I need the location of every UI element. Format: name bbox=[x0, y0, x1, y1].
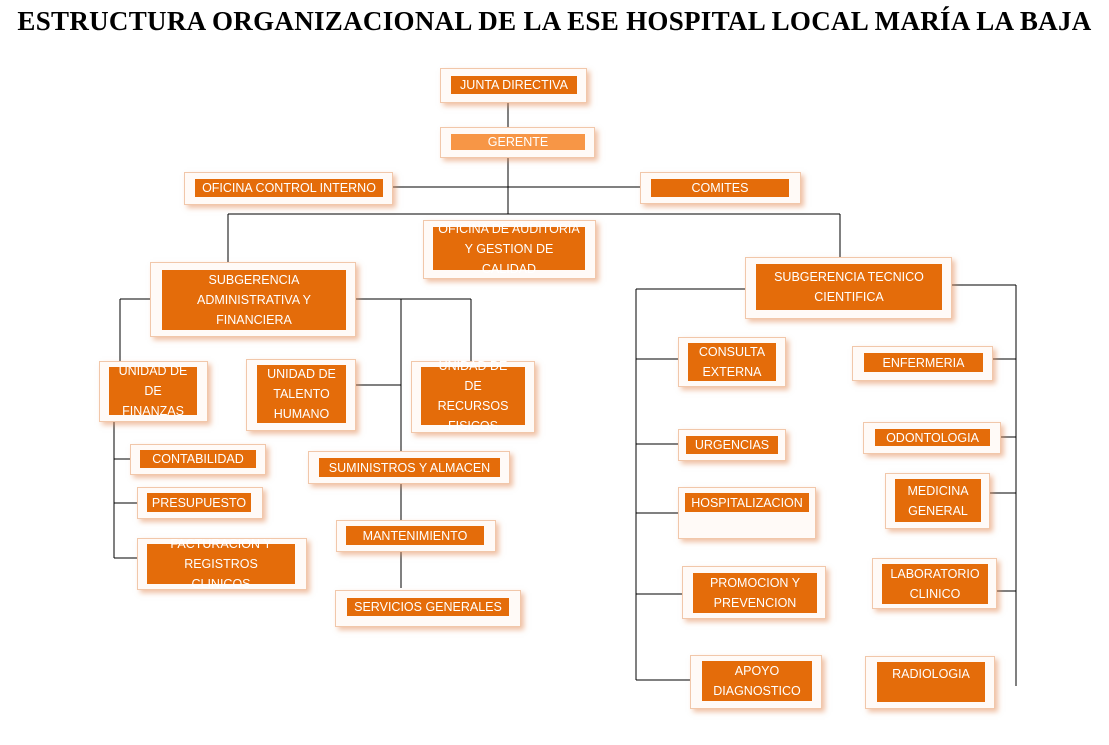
facturacion-label: FACTURACION Y REGISTROS CLINICOS bbox=[170, 537, 272, 591]
unidad-recursos-label: UNIDAD DE DE RECURSOS FISICOS bbox=[437, 359, 509, 433]
odontologia-box: ODONTOLOGIA bbox=[863, 422, 1001, 454]
medicina-general-box: MEDICINA GENERAL bbox=[885, 473, 990, 529]
apoyo-box: APOYO DIAGNOSTICO bbox=[690, 655, 822, 709]
unidad-recursos-box: UNIDAD DE DE RECURSOS FISICOS bbox=[411, 359, 535, 433]
mantenimiento-box: MANTENIMIENTO bbox=[336, 520, 496, 552]
oficina-auditoria-label: OFICINA DE AUDITORIA Y GESTION DE CALIDA… bbox=[438, 221, 580, 276]
hospitalizacion-label: HOSPITALIZACION bbox=[685, 493, 809, 512]
servicios-generales-box: SERVICIOS GENERALES bbox=[335, 590, 521, 627]
suministros-box: SUMINISTROS Y ALMACEN bbox=[308, 451, 510, 484]
comites-box: COMITES bbox=[640, 172, 801, 204]
subgerencia-administrativa-box: SUBGERENCIA ADMINISTRATIVA Y FINANCIERA bbox=[150, 262, 356, 337]
subgerencia-tecnico-box: SUBGERENCIA TECNICO CIENTIFICA bbox=[745, 257, 952, 319]
mantenimiento-label: MANTENIMIENTO bbox=[346, 526, 484, 545]
enfermeria-label: ENFERMERIA bbox=[864, 353, 983, 372]
apoyo-label: APOYO DIAGNOSTICO bbox=[713, 664, 801, 698]
comites-label: COMITES bbox=[651, 179, 789, 197]
promocion-label: PROMOCION Y PREVENCION bbox=[709, 576, 801, 610]
oficina-control-interno-label: OFICINA CONTROL INTERNO bbox=[195, 179, 383, 197]
gerente-box: GERENTE bbox=[440, 127, 595, 158]
hospitalizacion-box: HOSPITALIZACION bbox=[678, 487, 816, 539]
facturacion-box: FACTURACION Y REGISTROS CLINICOS bbox=[137, 537, 307, 591]
subgerencia-tecnico-label: SUBGERENCIA TECNICO CIENTIFICA bbox=[774, 270, 924, 304]
gerente-label: GERENTE bbox=[451, 134, 585, 150]
junta-directiva-box: JUNTA DIRECTIVA bbox=[440, 68, 587, 103]
servicios-generales-label: SERVICIOS GENERALES bbox=[347, 598, 509, 616]
consulta-externa-box: CONSULTA EXTERNA bbox=[678, 337, 786, 387]
unidad-finanzas-box: UNIDAD DE DE FINANZAS bbox=[99, 361, 208, 422]
unidad-talento-label: UNIDAD DE TALENTO HUMANO bbox=[267, 367, 336, 421]
contabilidad-box: CONTABILIDAD bbox=[130, 444, 266, 475]
oficina-control-interno-box: OFICINA CONTROL INTERNO bbox=[184, 172, 393, 205]
presupuesto-label: PRESUPUESTO bbox=[147, 493, 251, 512]
suministros-label: SUMINISTROS Y ALMACEN bbox=[319, 458, 500, 477]
medicina-general-label: MEDICINA GENERAL bbox=[907, 483, 969, 518]
presupuesto-box: PRESUPUESTO bbox=[137, 487, 263, 519]
odontologia-label: ODONTOLOGIA bbox=[875, 429, 990, 446]
unidad-talento-box: UNIDAD DE TALENTO HUMANO bbox=[246, 359, 356, 431]
laboratorio-box: LABORATORIO CLINICO bbox=[872, 558, 997, 609]
contabilidad-label: CONTABILIDAD bbox=[140, 450, 256, 468]
chart-title: ESTRUCTURA ORGANIZACIONAL DE LA ESE HOSP… bbox=[17, 6, 1092, 36]
junta-directiva-label: JUNTA DIRECTIVA bbox=[451, 76, 577, 94]
consulta-externa-label: CONSULTA EXTERNA bbox=[698, 345, 766, 379]
oficina-auditoria-box: OFICINA DE AUDITORIA Y GESTION DE CALIDA… bbox=[423, 220, 596, 279]
radiologia-label: RADIOLOGIA bbox=[877, 662, 985, 702]
urgencias-label: URGENCIAS bbox=[686, 436, 778, 454]
laboratorio-label: LABORATORIO CLINICO bbox=[890, 567, 980, 601]
unidad-finanzas-label: UNIDAD DE DE FINANZAS bbox=[118, 364, 188, 418]
urgencias-box: URGENCIAS bbox=[678, 429, 786, 461]
radiologia-box: RADIOLOGIA bbox=[865, 656, 995, 709]
subgerencia-administrativa-label: SUBGERENCIA ADMINISTRATIVA Y FINANCIERA bbox=[197, 273, 311, 327]
enfermeria-box: ENFERMERIA bbox=[852, 346, 993, 381]
promocion-box: PROMOCION Y PREVENCION bbox=[682, 566, 826, 619]
